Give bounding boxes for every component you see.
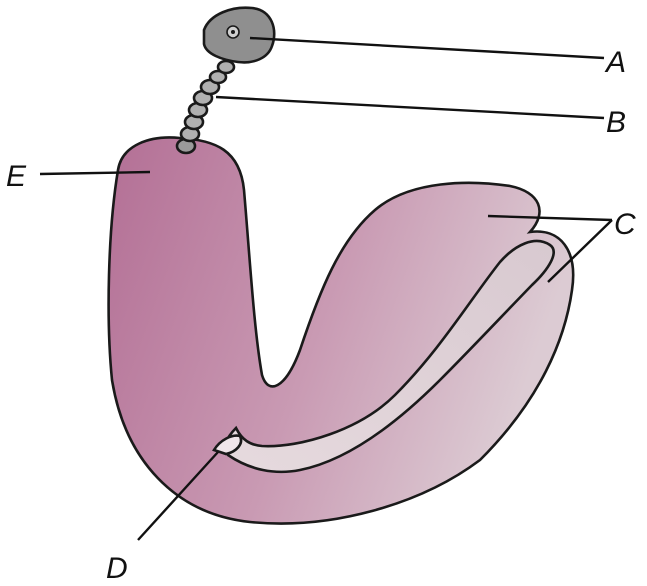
label-c: C (614, 208, 636, 241)
neck-bead (218, 61, 234, 73)
u-shaped-body (109, 137, 574, 523)
leader-line-b (216, 97, 604, 118)
label-b: B (606, 106, 626, 139)
head-cell (204, 8, 274, 63)
label-e: E (6, 160, 27, 193)
head-nucleus (231, 30, 235, 34)
neck-segments (177, 61, 234, 153)
label-a: A (604, 46, 626, 79)
label-d: D (106, 552, 128, 585)
leader-line-a (250, 38, 604, 58)
